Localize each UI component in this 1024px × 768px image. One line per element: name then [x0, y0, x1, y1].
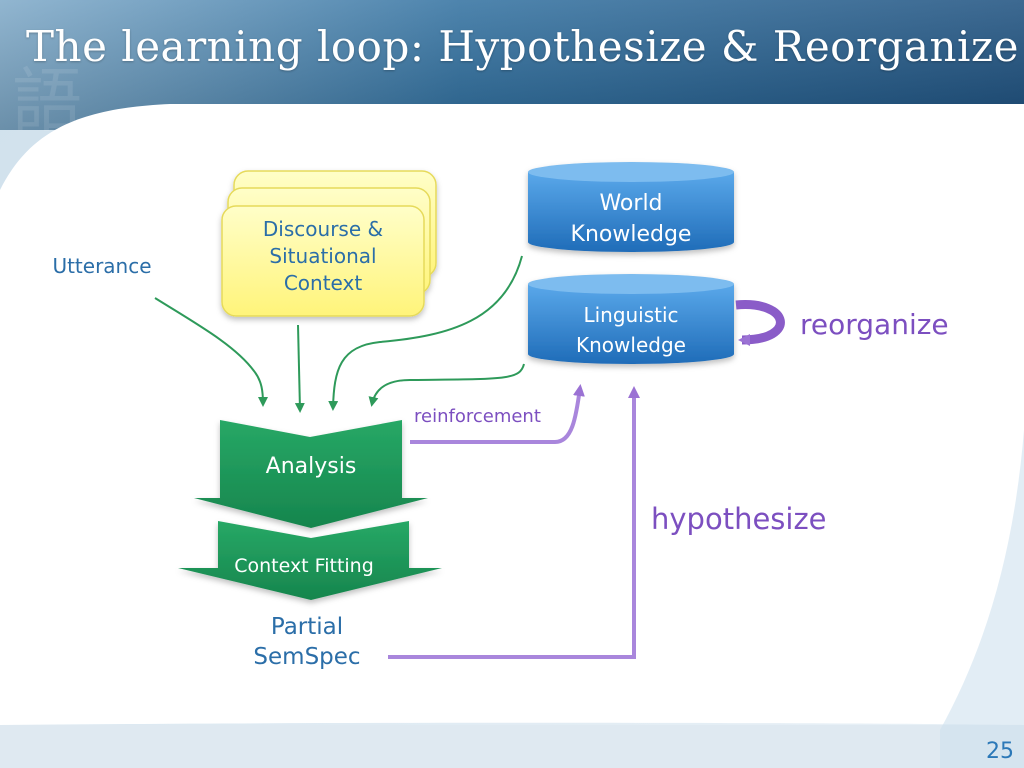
world-knowledge-line-2: Knowledge — [570, 222, 692, 247]
hypothesize-arrow — [388, 386, 640, 659]
reorganize-loop-arrow — [735, 300, 785, 346]
context-box-line-2: Situational — [269, 244, 377, 268]
context-box-line-1: Discourse & — [262, 217, 384, 241]
world-knowledge-database — [528, 162, 734, 252]
utterance-arrow — [154, 297, 268, 407]
utterance-label: Utterance — [52, 254, 152, 278]
reorganize-label: reorganize — [800, 308, 949, 341]
world-knowledge-label: World Knowledge — [528, 188, 734, 250]
linguistic-knowledge-arrow — [368, 363, 525, 407]
linguistic-knowledge-database — [528, 274, 734, 364]
reinforcement-arrow — [410, 384, 585, 444]
context-fitting-label: Context Fitting — [234, 555, 374, 577]
linguistic-knowledge-line-1: Linguistic — [583, 303, 679, 327]
context-box-stack — [221, 170, 437, 317]
context-box-label: Discourse & Situational Context — [222, 216, 424, 297]
world-knowledge-arrow — [328, 255, 523, 411]
reinforcement-label: reinforcement — [414, 406, 541, 427]
partial-semspec-line-2: SemSpec — [253, 644, 361, 670]
slide-number: 25 — [986, 739, 1014, 764]
context-box-line-3: Context — [283, 271, 363, 295]
hypothesize-label: hypothesize — [651, 502, 827, 536]
linguistic-knowledge-label: Linguistic Knowledge — [528, 300, 734, 360]
analysis-chevron — [194, 420, 428, 528]
linguistic-knowledge-line-2: Knowledge — [576, 333, 686, 357]
partial-semspec-label: Partial SemSpec — [220, 612, 394, 672]
slide-title: The learning loop: Hypothesize & Reorgan… — [26, 22, 1019, 71]
partial-semspec-line-1: Partial — [270, 614, 344, 640]
analysis-label: Analysis — [265, 454, 357, 479]
world-knowledge-line-1: World — [599, 191, 663, 216]
context-arrow — [294, 324, 305, 413]
context-fitting-chevron — [178, 521, 442, 600]
